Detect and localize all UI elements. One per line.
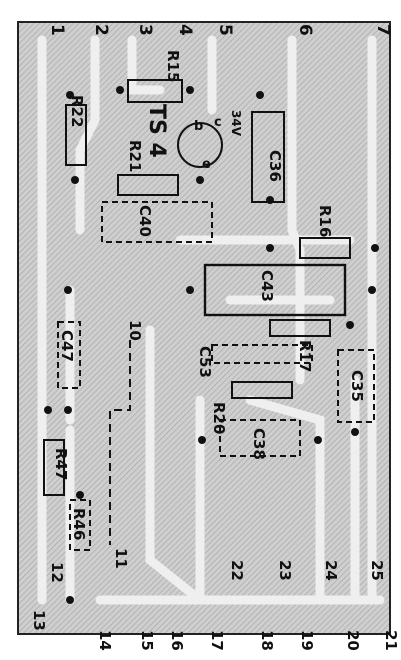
r47-label: R47 bbox=[52, 448, 70, 480]
pin-3-label: 3 bbox=[135, 24, 155, 36]
r16-body bbox=[299, 237, 351, 259]
c47-label: C47 bbox=[58, 330, 76, 362]
c43-label: C43 bbox=[258, 270, 276, 302]
r16-label: R16 bbox=[316, 205, 334, 237]
r21-label: R21 bbox=[126, 140, 144, 172]
net-25-label: 25 bbox=[368, 560, 386, 581]
c36-label: C36 bbox=[266, 150, 284, 182]
c35-label: C35 bbox=[348, 370, 366, 402]
pin-16-label: 16 bbox=[168, 630, 186, 651]
ts4-pin-e-label: e bbox=[202, 157, 211, 172]
c38-label: C38 bbox=[250, 428, 268, 460]
pin-7-label: 7 bbox=[373, 24, 393, 36]
pin-4-label: 4 bbox=[175, 24, 195, 36]
net-23-label: 23 bbox=[276, 560, 294, 581]
net-22-label: 22 bbox=[228, 560, 246, 581]
pin-6-label: 6 bbox=[295, 24, 315, 36]
r17-label: R17 bbox=[296, 340, 314, 372]
ts4-transistor bbox=[177, 122, 223, 168]
pin-labels: 1 2 3 4 5 6 7 13 14 15 16 17 18 19 20 21 bbox=[30, 24, 400, 651]
c35-body bbox=[337, 349, 375, 423]
net-12-label: 12 bbox=[48, 562, 66, 583]
r20-body bbox=[231, 381, 293, 399]
copper-traces bbox=[37, 35, 385, 605]
net-10-label: 10 bbox=[126, 320, 144, 341]
c40-label: C40 bbox=[136, 205, 154, 237]
pads bbox=[44, 86, 379, 604]
pin-20-label: 20 bbox=[344, 630, 362, 651]
net-labels: 10 11 12 22 23 24 25 bbox=[48, 320, 386, 583]
pin-13-label: 13 bbox=[30, 610, 48, 631]
transistor-labels: TS 4 b c e 34V bbox=[144, 104, 243, 172]
c43-body bbox=[203, 263, 347, 317]
r46-label: R46 bbox=[70, 508, 88, 540]
pin-18-label: 18 bbox=[258, 630, 276, 651]
r47-body bbox=[43, 439, 65, 496]
r15-body bbox=[127, 79, 183, 103]
ts4-note-label: 34V bbox=[229, 110, 243, 137]
pin-19-label: 19 bbox=[298, 630, 316, 651]
c40-body bbox=[101, 201, 213, 243]
pin-15-label: 15 bbox=[138, 630, 156, 651]
c38-body bbox=[219, 419, 301, 457]
pin-21-label: 21 bbox=[382, 630, 400, 651]
pin-1-label: 1 bbox=[47, 24, 67, 36]
net-11-label: 11 bbox=[112, 548, 130, 569]
pin-5-label: 5 bbox=[215, 24, 235, 36]
r17-body bbox=[269, 319, 331, 337]
c53-body bbox=[211, 344, 313, 364]
r46-body bbox=[69, 499, 91, 551]
r22-label: R22 bbox=[68, 95, 86, 127]
r22-body bbox=[65, 104, 87, 166]
pin-17-label: 17 bbox=[208, 630, 226, 651]
pin-14-label: 14 bbox=[96, 630, 114, 651]
c53-label: C53 bbox=[196, 346, 214, 378]
r20-label: R20 bbox=[210, 402, 228, 434]
component-labels: R15 R22 R21 C36 C40 R16 C43 C47 C53 R17 … bbox=[52, 50, 366, 540]
ts4-label: TS 4 bbox=[144, 104, 169, 158]
net-24-label: 24 bbox=[322, 560, 340, 581]
c47-body bbox=[57, 321, 81, 389]
signal-path bbox=[109, 340, 131, 545]
r21-body bbox=[117, 174, 179, 196]
ts4-pin-b-label: b bbox=[194, 119, 203, 134]
ts4-pin-c-label: c bbox=[214, 115, 222, 130]
pin-2-label: 2 bbox=[91, 24, 111, 36]
r15-label: R15 bbox=[164, 50, 182, 82]
